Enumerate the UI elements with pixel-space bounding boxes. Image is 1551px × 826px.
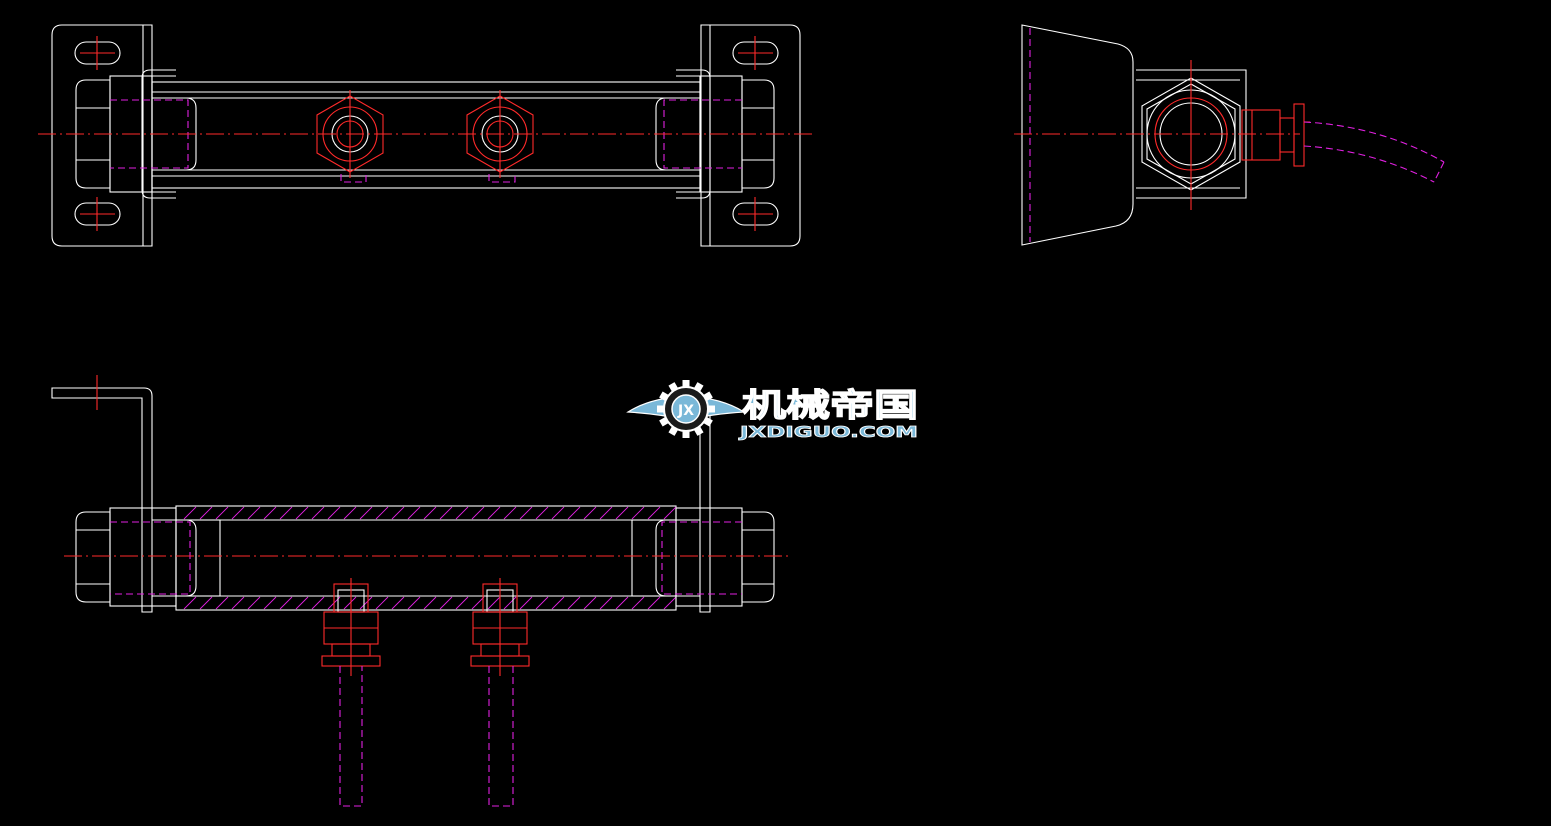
hatch-line bbox=[215, 506, 229, 520]
left-flange bbox=[51, 24, 153, 247]
hatch-line bbox=[455, 596, 469, 610]
hatch-line bbox=[423, 596, 437, 610]
section-fitting-right bbox=[470, 578, 530, 807]
side-view bbox=[1014, 24, 1445, 246]
brand-cn-text: 机械帝国 bbox=[742, 386, 918, 424]
hatch-line bbox=[551, 596, 565, 610]
hatch-line bbox=[439, 596, 453, 610]
hatch-line bbox=[407, 596, 421, 610]
hatch-line bbox=[567, 506, 581, 520]
section-tube bbox=[175, 505, 677, 611]
hatch-line bbox=[375, 596, 389, 610]
hatch-line bbox=[391, 596, 405, 610]
hatch-line bbox=[391, 506, 405, 520]
hatch-line bbox=[263, 506, 277, 520]
hatch-line bbox=[183, 596, 197, 610]
side-cable bbox=[1303, 121, 1445, 163]
hatch-line bbox=[263, 596, 277, 610]
domain-text: JXDIGUO.COM bbox=[738, 423, 918, 441]
hatch-line bbox=[199, 506, 213, 520]
hatch-line bbox=[599, 596, 613, 610]
hatch-line bbox=[295, 506, 309, 520]
hatch-line bbox=[647, 596, 661, 610]
hatch-line bbox=[551, 506, 565, 520]
hatch-line bbox=[295, 596, 309, 610]
hatch-line bbox=[327, 506, 341, 520]
hatch-line bbox=[183, 506, 197, 520]
hatch-line bbox=[247, 596, 261, 610]
section-view bbox=[51, 375, 790, 807]
hatch-line bbox=[439, 506, 453, 520]
hatch-line bbox=[375, 506, 389, 520]
hatch-line bbox=[455, 506, 469, 520]
hatch-line bbox=[471, 506, 485, 520]
hatch-line bbox=[199, 596, 213, 610]
hatch-line bbox=[359, 596, 373, 610]
right-hex-nut bbox=[741, 79, 775, 189]
hatch-line bbox=[615, 506, 629, 520]
hatch-line bbox=[599, 506, 613, 520]
hatch-line bbox=[311, 596, 325, 610]
hatch-line bbox=[535, 596, 549, 610]
hatch-line bbox=[231, 596, 245, 610]
hatch-line bbox=[663, 506, 677, 520]
hatch-line bbox=[359, 506, 373, 520]
section-fitting-left bbox=[321, 578, 381, 807]
front-view bbox=[38, 24, 812, 247]
hatch-line bbox=[343, 506, 357, 520]
hatch-line bbox=[631, 506, 645, 520]
hatch-line bbox=[519, 596, 533, 610]
hatch-bottom bbox=[183, 596, 677, 610]
fitting-right bbox=[466, 90, 534, 183]
hatch-top bbox=[183, 506, 677, 520]
hatch-line bbox=[343, 596, 357, 610]
hatch-line bbox=[615, 596, 629, 610]
hatch-line bbox=[583, 596, 597, 610]
fitting-left bbox=[316, 90, 384, 183]
hatch-line bbox=[631, 596, 645, 610]
gear-tooth bbox=[682, 429, 690, 438]
hatch-line bbox=[247, 506, 261, 520]
hatch-line bbox=[279, 596, 293, 610]
hatch-line bbox=[311, 506, 325, 520]
hatch-line bbox=[215, 596, 229, 610]
left-hex-nut bbox=[75, 79, 111, 189]
hatch-line bbox=[487, 506, 501, 520]
hatch-line bbox=[487, 596, 501, 610]
side-connector bbox=[1241, 103, 1310, 167]
hatch-line bbox=[231, 506, 245, 520]
hatch-line bbox=[503, 506, 517, 520]
hatch-line bbox=[583, 506, 597, 520]
gear-tooth bbox=[682, 380, 690, 389]
hatch-line bbox=[423, 506, 437, 520]
hatch-line bbox=[519, 506, 533, 520]
right-flange bbox=[700, 24, 801, 247]
hatch-line bbox=[279, 506, 293, 520]
hatch-line bbox=[407, 506, 421, 520]
bent-bracket bbox=[51, 387, 153, 613]
hatch-line bbox=[503, 596, 517, 610]
hatch-line bbox=[663, 596, 677, 610]
emblem-text: JX bbox=[677, 403, 694, 419]
side-housing bbox=[1021, 24, 1134, 246]
hatch-line bbox=[647, 506, 661, 520]
watermark-logo: JX 机械帝国 JXDIGUO.COM bbox=[626, 380, 919, 441]
hatch-line bbox=[471, 596, 485, 610]
hatch-line bbox=[535, 506, 549, 520]
hatch-line bbox=[567, 596, 581, 610]
